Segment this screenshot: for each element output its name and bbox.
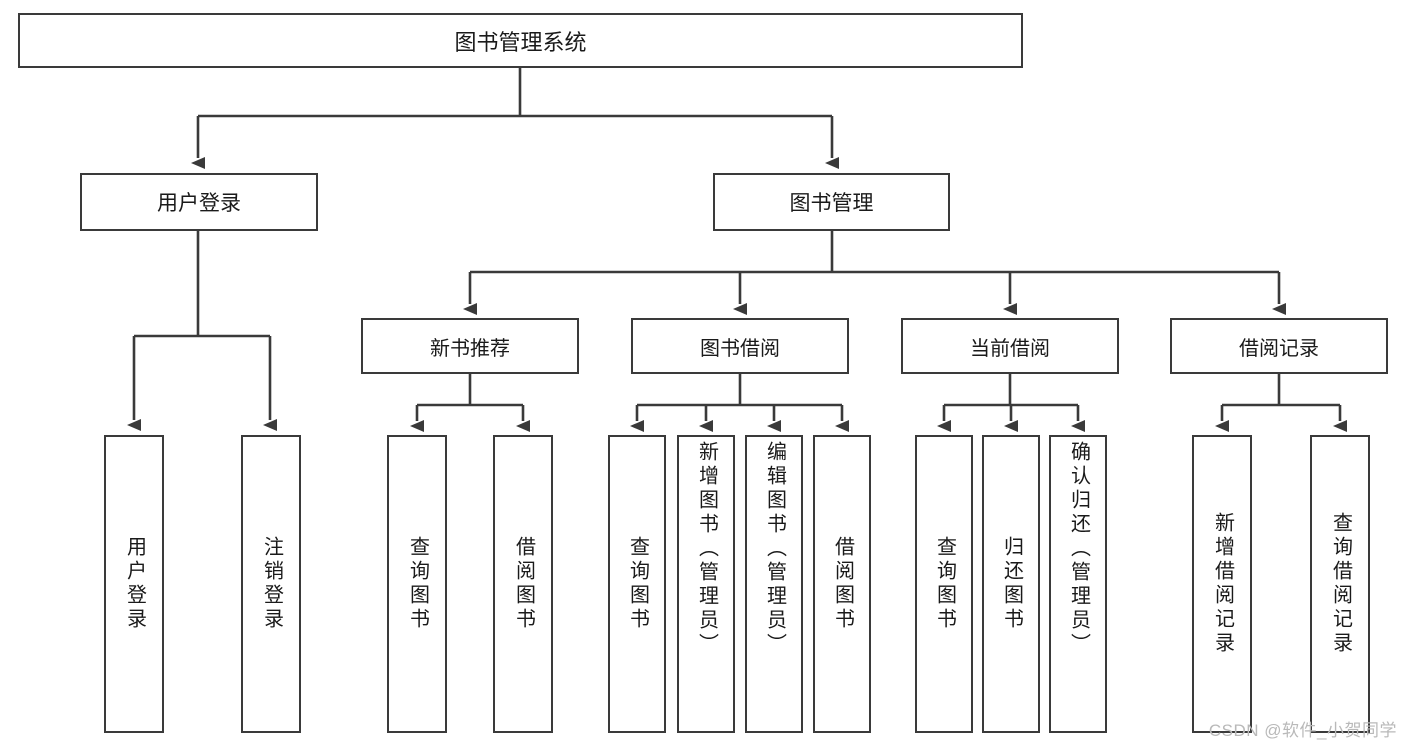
leaf-borrow-borrow-book[interactable]: 借阅图书 bbox=[813, 435, 871, 733]
leaf-user-login-login[interactable]: 用户登录 bbox=[104, 435, 164, 733]
leaf-borrow-add-book-label: 新增图书（管理员） bbox=[695, 441, 718, 657]
leaf-record-query-record[interactable]: 查询借阅记录 bbox=[1310, 435, 1370, 733]
node-root[interactable]: 图书管理系统 bbox=[18, 13, 1023, 68]
leaf-borrow-add-book[interactable]: 新增图书（管理员） bbox=[677, 435, 735, 733]
leaf-current-confirm-return[interactable]: 确认归还（管理员） bbox=[1049, 435, 1107, 733]
node-new-book-recommend-label: 新书推荐 bbox=[430, 337, 510, 360]
node-book-management-label: 图书管理 bbox=[789, 192, 874, 215]
leaf-user-login-login-label: 用户登录 bbox=[123, 536, 146, 632]
leaf-borrow-borrow-book-label: 借阅图书 bbox=[831, 536, 854, 632]
leaf-record-query-record-label: 查询借阅记录 bbox=[1329, 512, 1352, 656]
node-current-borrow[interactable]: 当前借阅 bbox=[901, 318, 1119, 374]
leaf-user-login-logout-label: 注销登录 bbox=[260, 536, 283, 632]
node-current-borrow-label: 当前借阅 bbox=[970, 337, 1050, 360]
node-book-borrow[interactable]: 图书借阅 bbox=[631, 318, 849, 374]
leaf-recommend-query-book-label: 查询图书 bbox=[406, 536, 429, 632]
node-user-login[interactable]: 用户登录 bbox=[80, 173, 318, 231]
node-root-label: 图书管理系统 bbox=[454, 29, 587, 55]
leaf-borrow-query-book-label: 查询图书 bbox=[626, 536, 649, 632]
leaf-current-confirm-return-label: 确认归还（管理员） bbox=[1067, 441, 1090, 657]
node-borrow-record-label: 借阅记录 bbox=[1239, 337, 1319, 360]
leaf-borrow-edit-book[interactable]: 编辑图书（管理员） bbox=[745, 435, 803, 733]
leaf-recommend-query-book[interactable]: 查询图书 bbox=[387, 435, 447, 733]
watermark: CSDN @软件_小贺同学 bbox=[1208, 721, 1397, 740]
leaf-recommend-borrow-book-label: 借阅图书 bbox=[512, 536, 535, 632]
leaf-borrow-query-book[interactable]: 查询图书 bbox=[608, 435, 666, 733]
leaf-current-return-book[interactable]: 归还图书 bbox=[982, 435, 1040, 733]
node-new-book-recommend[interactable]: 新书推荐 bbox=[361, 318, 579, 374]
leaf-record-add-record-label: 新增借阅记录 bbox=[1211, 512, 1234, 656]
node-user-login-label: 用户登录 bbox=[157, 192, 241, 215]
leaf-recommend-borrow-book[interactable]: 借阅图书 bbox=[493, 435, 553, 733]
leaf-current-query-book-label: 查询图书 bbox=[933, 536, 956, 632]
leaf-user-login-logout[interactable]: 注销登录 bbox=[241, 435, 301, 733]
leaf-borrow-edit-book-label: 编辑图书（管理员） bbox=[763, 441, 786, 657]
node-borrow-record[interactable]: 借阅记录 bbox=[1170, 318, 1388, 374]
node-book-borrow-label: 图书借阅 bbox=[700, 337, 780, 360]
node-book-management[interactable]: 图书管理 bbox=[713, 173, 950, 231]
leaf-current-return-book-label: 归还图书 bbox=[1000, 536, 1023, 632]
leaf-record-add-record[interactable]: 新增借阅记录 bbox=[1192, 435, 1252, 733]
leaf-current-query-book[interactable]: 查询图书 bbox=[915, 435, 973, 733]
